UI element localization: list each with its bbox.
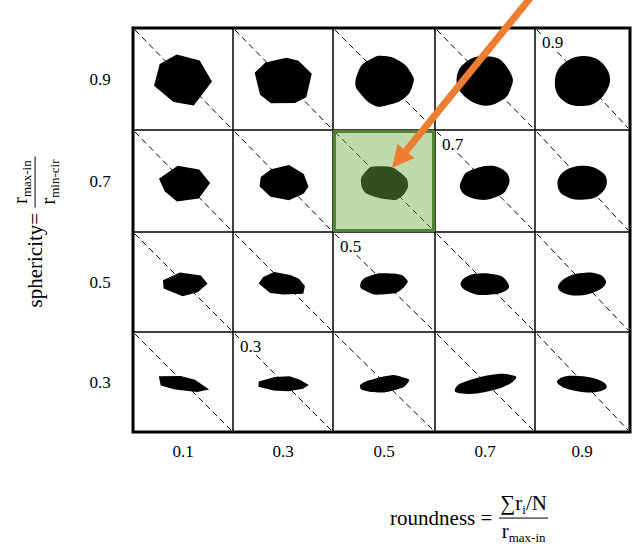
contour-value: 0.3 [238, 338, 263, 355]
column-value: 0.1 [172, 443, 193, 460]
particle-shape [557, 376, 607, 393]
radius-symbol: r [36, 198, 60, 205]
x-axis-title: roundness = ∑ri/N rmax-in [390, 491, 550, 546]
arrow-head [392, 144, 415, 168]
row-value: 0.7 [89, 173, 110, 190]
particle-shape [159, 166, 210, 202]
radius-subscript: min-cir [47, 160, 62, 198]
particle-shape [258, 376, 308, 391]
particle-shape [154, 54, 212, 105]
row-value: 0.5 [89, 274, 110, 291]
contour-dash [135, 234, 231, 330]
contour-dash [437, 132, 533, 230]
grid-line [534, 28, 536, 432]
row-value: 0.3 [89, 374, 110, 391]
contour-dash [135, 30, 231, 128]
contour-dash [537, 334, 628, 430]
contour-dash [335, 234, 433, 330]
contour-value: 0.5 [338, 238, 363, 255]
radius-symbol: r [502, 519, 509, 543]
contour-dash [235, 334, 331, 430]
contour-dash [135, 334, 231, 430]
contour-value: 0.9 [540, 34, 565, 51]
grid-border [133, 28, 630, 432]
column-value: 0.5 [373, 443, 394, 460]
particle-shape [360, 273, 408, 295]
contour-dash [235, 234, 331, 330]
particle-shape [260, 165, 309, 200]
pointer-arrow [392, 0, 531, 168]
grid-line [133, 331, 630, 333]
contour-dash [537, 234, 628, 330]
contour-value: 0.7 [440, 136, 465, 153]
sum-symbol: ∑r [500, 491, 522, 515]
contour-dash [135, 132, 231, 230]
column-value: 0.3 [272, 443, 293, 460]
particle-shape [558, 273, 606, 296]
particle-shapes [154, 54, 610, 393]
highlight-cell [335, 132, 434, 231]
chart-grid [133, 28, 630, 432]
fraction: rmax-in rmin-cir [8, 157, 63, 208]
particle-shape [460, 166, 510, 200]
fraction-numerator: rmax-in [8, 157, 35, 207]
radius-subscript: max-in [509, 530, 546, 545]
radius-subscript: max-in [19, 160, 34, 197]
column-value: 0.7 [474, 443, 495, 460]
axis-name: roundness = [390, 506, 492, 530]
contour-dash [235, 132, 331, 230]
particle-shape [557, 166, 606, 200]
grid-line [232, 28, 234, 432]
radius-symbol: r [8, 197, 32, 204]
contour-lines [135, 30, 628, 430]
particle-shape [159, 376, 209, 392]
fraction-denominator: rmax-in [499, 518, 549, 546]
particle-shape [355, 56, 414, 107]
axis-name: sphericity= [23, 213, 47, 308]
particle-shape [360, 375, 409, 393]
column-value: 0.9 [571, 443, 592, 460]
contour-dash [335, 30, 433, 128]
axis-word: sphericity= [23, 213, 47, 308]
contour-dash [437, 334, 533, 430]
particle-shape [461, 273, 509, 295]
row-value: 0.9 [89, 71, 110, 88]
contour-dash [235, 30, 331, 128]
particle-shape [163, 273, 207, 297]
contour-dash [335, 132, 433, 230]
particle-shape [255, 58, 312, 103]
fraction: ∑ri/N rmax-in [497, 491, 550, 546]
fraction-denominator: rmin-cir [35, 157, 63, 208]
contour-dash [437, 30, 533, 128]
contour-dash [537, 30, 628, 128]
fraction-numerator: ∑ri/N [497, 491, 550, 518]
arrow-shaft [406, 0, 531, 151]
contour-dash [437, 234, 533, 330]
particle-shape [259, 272, 305, 295]
axis-word: roundness = [390, 506, 492, 530]
particle-shape [455, 374, 517, 394]
index-subscript: i [522, 502, 526, 517]
contour-dash [335, 334, 433, 430]
contour-dash [537, 132, 628, 230]
particle-shape [555, 56, 610, 106]
count-divisor: /N [526, 491, 547, 515]
y-axis-title: sphericity= rmax-in rmin-cir [8, 157, 63, 308]
